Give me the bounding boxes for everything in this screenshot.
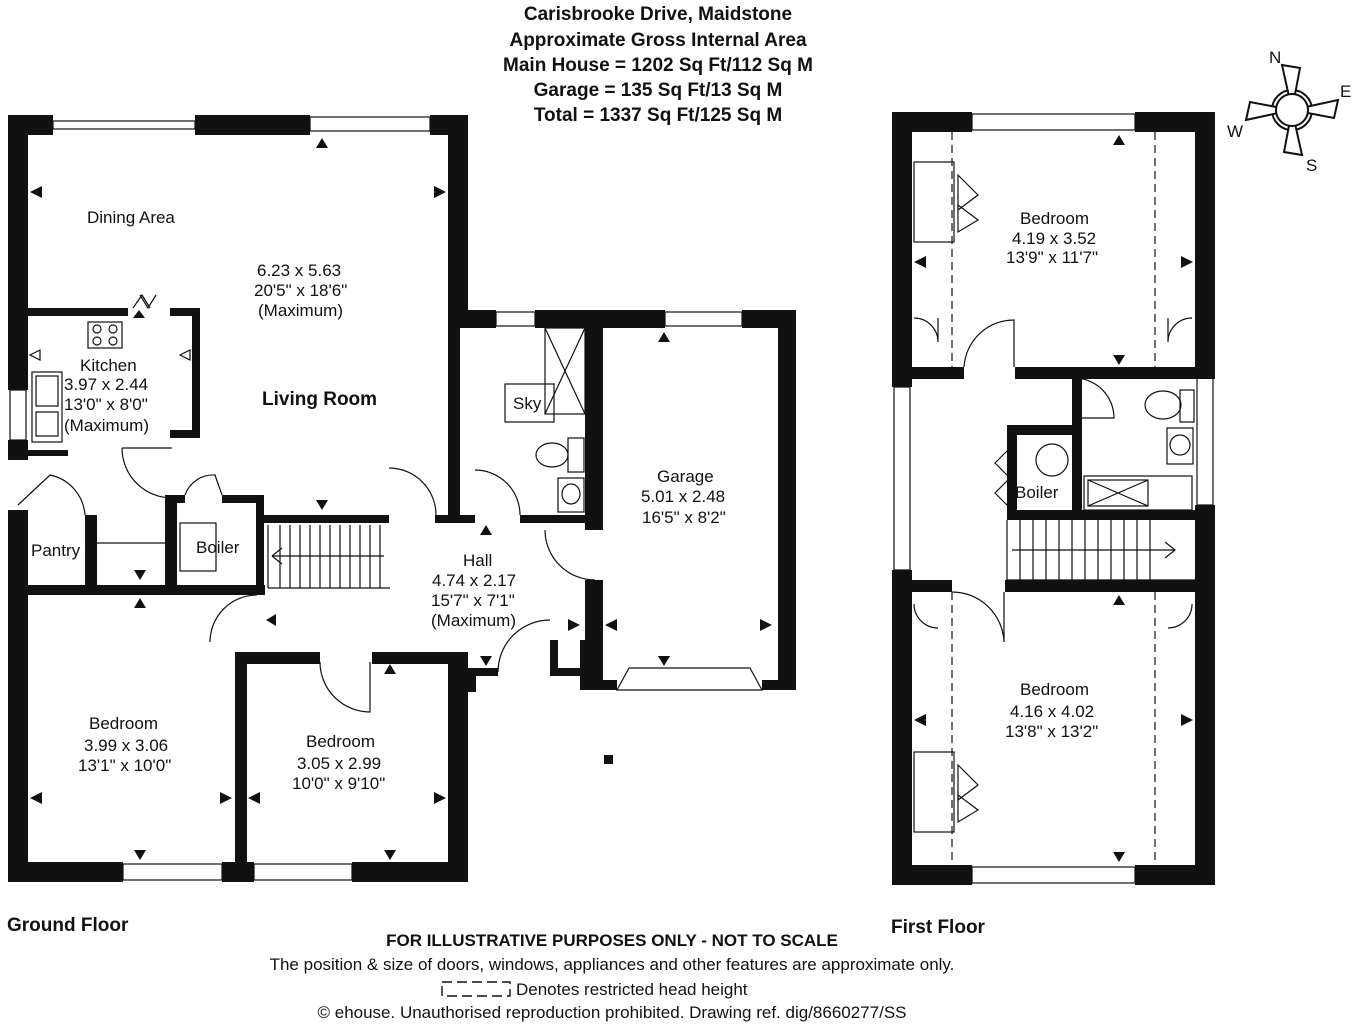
area-title: Approximate Gross Internal Area xyxy=(509,30,807,51)
ff-bedroom-bottom-dims-ft: 13'8" x 13'2" xyxy=(1005,722,1099,741)
total-area: Total = 1337 Sq Ft/125 Sq M xyxy=(533,105,783,126)
compass-e: E xyxy=(1340,82,1352,101)
compass-w: W xyxy=(1227,122,1244,141)
restricted-height-legend-icon xyxy=(441,981,511,997)
garage-dims-m: 5.01 x 2.48 xyxy=(641,487,726,506)
compass-rose xyxy=(1244,63,1340,157)
pantry-label: Pantry xyxy=(31,541,81,560)
bedroom2-dims-ft: 10'0" x 9'10" xyxy=(292,774,386,793)
sky-label: Sky xyxy=(513,394,542,413)
first-floor-label: First Floor xyxy=(891,917,985,938)
first-floor-walls xyxy=(892,112,1215,885)
ff-bedroom-bottom-label: Bedroom xyxy=(1020,680,1089,699)
bedroom1-dims-ft: 13'1" x 10'0" xyxy=(78,756,172,775)
hall-dims-m: 4.74 x 2.17 xyxy=(432,571,517,590)
ff-bedroom-bottom-dims-m: 4.16 x 4.02 xyxy=(1010,702,1095,721)
ff-bedroom-top-dims-ft: 13'9" x 11'7" xyxy=(1006,248,1098,267)
living-room-label: Living Room xyxy=(262,389,378,410)
ground-floor-walls xyxy=(8,115,796,882)
hall-note: (Maximum) xyxy=(431,611,516,630)
address-title: Carisbrooke Drive, Maidstone xyxy=(523,4,793,25)
kitchen-label: Kitchen xyxy=(80,356,137,375)
ff-bedroom-top-dims-m: 4.19 x 3.52 xyxy=(1012,229,1097,248)
bedroom1-label: Bedroom xyxy=(89,714,158,733)
dining-area-label: Dining Area xyxy=(87,208,175,227)
ff-bedroom-top-label: Bedroom xyxy=(1020,209,1089,228)
first-floor-details xyxy=(893,113,1214,884)
ff-boiler-label: Boiler xyxy=(1015,483,1059,502)
kitchen-dims-m: 3.97 x 2.44 xyxy=(64,375,149,394)
ground-floor-details xyxy=(9,116,764,881)
approximation-note: The position & size of doors, windows, a… xyxy=(269,955,955,974)
garage-dims-ft: 16'5" x 8'2" xyxy=(642,508,726,527)
boiler-label: Boiler xyxy=(196,538,240,557)
main-house-area: Main House = 1202 Sq Ft/112 Sq M xyxy=(503,55,813,76)
bedroom2-dims-m: 3.05 x 2.99 xyxy=(297,754,382,773)
kitchen-note: (Maximum) xyxy=(64,416,149,435)
compass-n: N xyxy=(1269,48,1282,67)
copyright: © ehouse. Unauthorised reproduction proh… xyxy=(317,1003,907,1022)
living-room-note: (Maximum) xyxy=(258,301,343,320)
ground-floor-label: Ground Floor xyxy=(7,915,129,936)
kitchen-dims-ft: 13'0" x 8'0" xyxy=(64,395,148,414)
garage-area: Garage = 135 Sq Ft/13 Sq M xyxy=(533,80,783,101)
ground-floor-arrows xyxy=(30,138,772,860)
compass-s: S xyxy=(1306,156,1318,175)
hall-label: Hall xyxy=(463,551,493,570)
bedroom1-dims-m: 3.99 x 3.06 xyxy=(84,736,169,755)
bedroom2-label: Bedroom xyxy=(306,732,375,751)
living-room-dims-ft: 20'5" x 18'6" xyxy=(254,281,348,300)
disclaimer: FOR ILLUSTRATIVE PURPOSES ONLY - NOT TO … xyxy=(386,931,838,950)
garage-label: Garage xyxy=(657,467,714,486)
hall-dims-ft: 15'7" x 7'1" xyxy=(431,591,515,610)
first-floor-arrows xyxy=(914,135,1193,862)
living-room-dims-m: 6.23 x 5.63 xyxy=(257,261,342,280)
restricted-height-legend: Denotes restricted head height xyxy=(516,980,748,999)
